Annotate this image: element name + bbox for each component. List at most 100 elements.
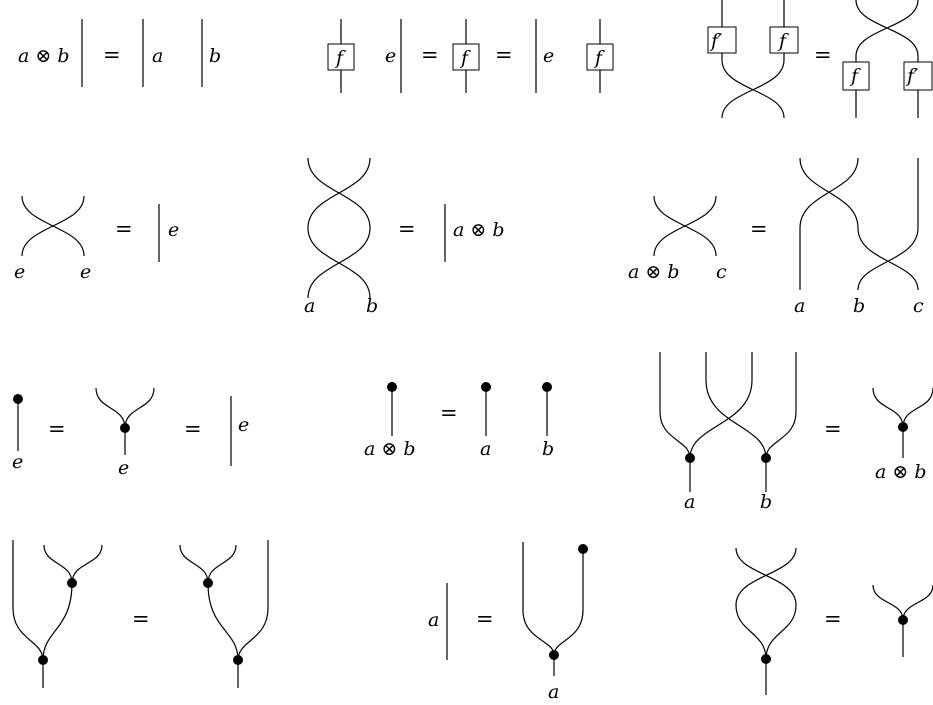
equation-counit-tensor: a ⊗ b = a b (364, 382, 554, 460)
equals-sign: = (421, 43, 439, 67)
label-e: e (118, 457, 129, 479)
node-dot (898, 422, 908, 432)
node-dot (685, 453, 695, 463)
equals-sign: = (750, 217, 768, 241)
wire (307, 157, 371, 299)
equals-sign: = (495, 43, 513, 67)
wire (855, 0, 919, 118)
morphism-box-f (327, 43, 355, 71)
wire (207, 582, 239, 661)
node-dot (120, 423, 130, 433)
label-a: a (152, 45, 163, 67)
label-a-tensor-b: a ⊗ b (364, 438, 416, 460)
label-a: a (794, 295, 805, 317)
wire (659, 352, 691, 459)
wire (857, 158, 919, 291)
wire (765, 352, 797, 459)
wire (721, 0, 785, 119)
wire (799, 157, 859, 290)
label-e: e (385, 45, 396, 67)
node-dot (38, 655, 48, 665)
wire (95, 387, 155, 455)
equals-sign: = (115, 217, 133, 241)
equation-counitality: a = a (428, 542, 588, 703)
label-e: e (80, 261, 91, 283)
morphism-box-f (586, 43, 614, 71)
morphism-box-f (842, 61, 870, 91)
node-dot (761, 453, 771, 463)
label-a-tensor-b: a ⊗ b (453, 219, 505, 241)
wire (855, 0, 919, 118)
wire (21, 195, 85, 257)
node-dot (13, 394, 23, 404)
wire (735, 547, 797, 660)
wire (689, 458, 767, 492)
equals-sign: = (824, 417, 842, 441)
label-a: a (304, 295, 315, 317)
wire (872, 387, 933, 458)
label-f: f (849, 65, 861, 87)
label-e: e (12, 451, 23, 473)
morphism-box-f (769, 26, 799, 54)
wire (721, 0, 785, 119)
label-b: b (542, 438, 554, 460)
equation-coassociativity: = (12, 540, 269, 688)
label-a-tensor-b: a ⊗ b (628, 261, 680, 283)
label-a: a (480, 438, 491, 460)
equals-sign: = (132, 607, 150, 631)
equals-sign: = (814, 43, 832, 67)
node-dot (761, 654, 771, 664)
equation-double-braiding: a b = a ⊗ b (304, 157, 505, 317)
label-b: b (209, 45, 221, 67)
label-e: e (168, 219, 179, 241)
wire (689, 352, 753, 459)
wire (653, 195, 717, 257)
label-e: e (543, 45, 554, 67)
node-dot (549, 650, 559, 660)
label-a: a (428, 609, 439, 631)
equation-naturality-of-braiding: f′ f = f f′ (707, 0, 933, 119)
equation-unit-braiding: e e = e (14, 195, 179, 283)
equation-unit-copy: e = e = e (12, 387, 249, 479)
wire (735, 547, 797, 660)
label-c: c (716, 261, 727, 283)
label-a-tensor-b: a ⊗ b (18, 45, 70, 67)
label-f-prime: f′ (709, 30, 723, 52)
wire (12, 540, 44, 661)
equation-tensor-wire: a ⊗ b = a b (18, 19, 221, 87)
node-dot (387, 382, 397, 392)
equation-unit-tensor-box: f e = f = e f (327, 19, 614, 93)
label-b: b (853, 295, 865, 317)
node-dot (542, 382, 552, 392)
wire (705, 352, 767, 459)
equation-cocommutativity: = (735, 547, 933, 695)
morphism-box-f (452, 43, 480, 71)
equals-sign: = (398, 217, 416, 241)
wire (522, 542, 555, 656)
wire (179, 544, 237, 584)
node-dot (233, 655, 243, 665)
label-e: e (238, 414, 249, 436)
wire (799, 157, 919, 291)
label-c: c (913, 295, 924, 317)
label-a-tensor-b: a ⊗ b (875, 461, 927, 483)
equals-sign: = (103, 43, 121, 67)
label-f: f (777, 30, 789, 52)
wire (307, 157, 371, 299)
equation-copy-tensor: a b = a ⊗ b (659, 352, 933, 513)
equation-hexagon-braiding: a ⊗ b c = a b c (628, 157, 924, 317)
wire (42, 582, 73, 661)
wire (43, 544, 103, 584)
node-dot (481, 382, 491, 392)
node-dot (67, 578, 77, 588)
label-f: f (459, 47, 471, 69)
equals-sign: = (824, 607, 842, 631)
equals-sign: = (184, 417, 202, 441)
label-e: e (14, 261, 25, 283)
label-a: a (548, 681, 559, 703)
label-b: b (760, 491, 772, 513)
equals-sign: = (476, 607, 494, 631)
label-a: a (684, 491, 695, 513)
morphism-box-f-prime (707, 26, 737, 54)
